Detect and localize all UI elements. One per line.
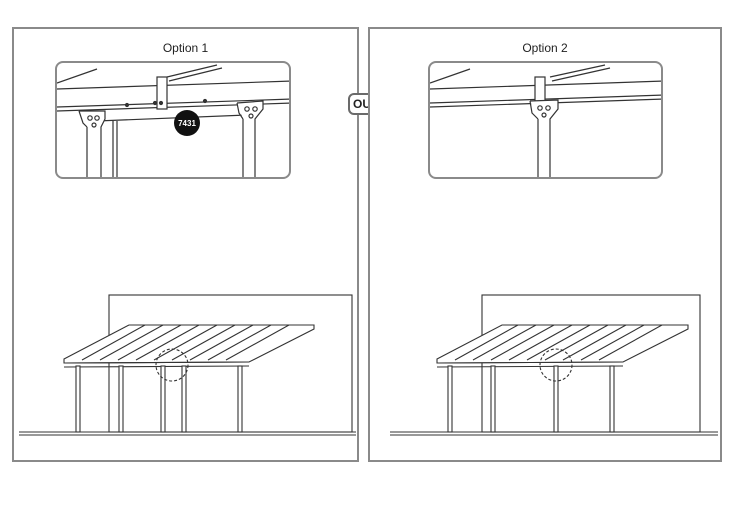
option-1-title: Option 1 [162,41,209,55]
option-1-pergola-scene [14,29,357,460]
option-1-panel: Option 1 [12,27,359,462]
option-2-panel: Option 2 [368,27,722,462]
option-1-detail-inset: 7431 [55,61,291,179]
option-1-detail-drawing: 7431 [57,64,289,177]
option-2-detail-drawing [430,64,661,177]
option-1-pergola-drawing [19,294,356,436]
option-2-title: Option 2 [522,41,568,55]
option-2-pergola-drawing [390,294,718,436]
part-number-badge [174,110,200,136]
option-2-detail-inset [428,61,663,179]
part-number-label: 7431 [178,119,196,128]
option-2-pergola-scene [370,29,720,460]
